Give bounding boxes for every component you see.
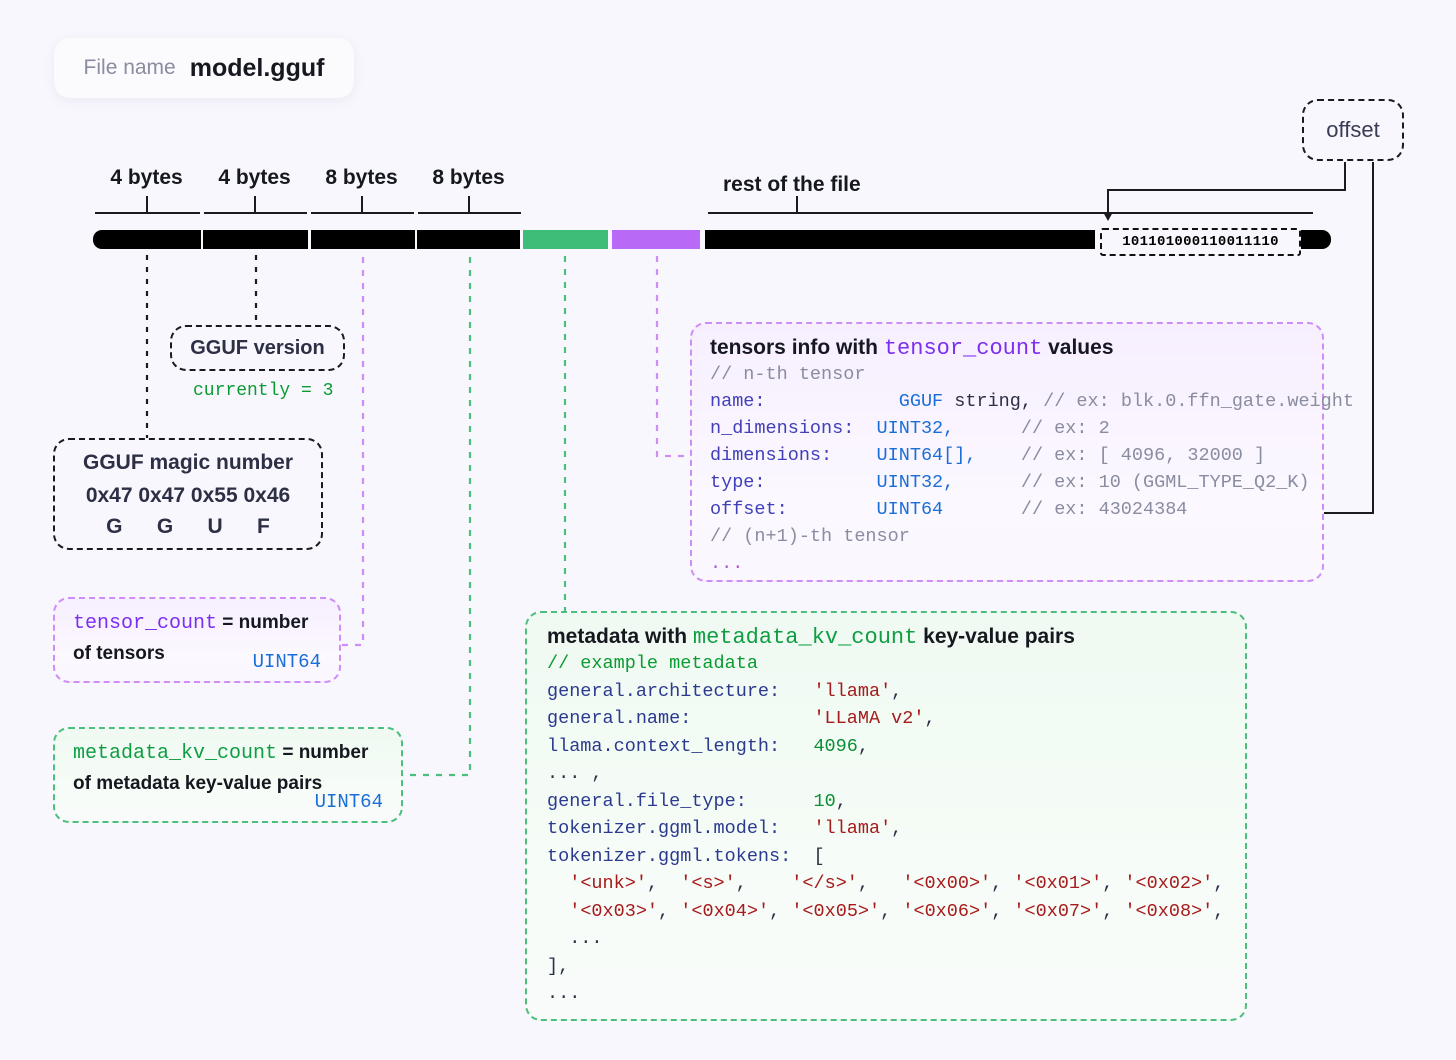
gguf-magic-callout: GGUF magic number 0x47 0x47 0x55 0x46 G …	[53, 438, 323, 550]
tensors-line-dimensions: dimensions: UINT64[], // ex: [ 4096, 320…	[710, 445, 1266, 466]
byte-label-tensor-count: 8 bytes	[325, 166, 398, 189]
tensors-line-comment-0: // n-th tensor	[710, 364, 866, 385]
tensor-count-type: UINT64	[252, 651, 321, 673]
tensors-line-offset: offset: UINT64 // ex: 43024384	[710, 499, 1188, 520]
metadata-line: ...	[547, 928, 603, 949]
byte-label-magic: 4 bytes	[110, 166, 183, 189]
bar-segment-kv-count	[417, 230, 520, 249]
tensor-count-text1: = number	[217, 612, 309, 633]
tensors-title-code: tensor_count	[883, 336, 1043, 361]
metadata-line: ...	[547, 983, 581, 1004]
gguf-magic-title: GGUF magic number	[82, 451, 294, 474]
metadata-line: ... ,	[547, 763, 603, 784]
gguf-magic-char-2: U	[207, 515, 223, 538]
metadata-title-post: key-value pairs	[917, 625, 1075, 648]
tensors-line-comment-1: // (n+1)-th tensor	[710, 526, 910, 547]
file-name-label: File name	[83, 56, 176, 79]
tensors-title-post: values	[1042, 336, 1114, 359]
bar-segment-magic	[93, 230, 201, 249]
arrowhead-offset-to-binary	[1103, 212, 1113, 221]
kv-count-code: metadata_kv_count	[73, 742, 278, 765]
metadata-line: tokenizer.ggml.model: 'llama',	[547, 818, 903, 839]
metadata-title-code: metadata_kv_count	[692, 625, 918, 650]
connector-tensor-count	[341, 257, 365, 647]
gguf-version-label: GGUF version	[190, 336, 325, 359]
rest-of-file-label: rest of the file	[723, 173, 861, 196]
bar-segment-tensor-count	[311, 230, 415, 249]
metadata-code-block: // example metadata general.architecture:…	[547, 650, 1245, 1008]
tensor-count-callout: tensor_count = number of tensors UINT64	[53, 597, 341, 683]
metadata-line: '<unk>', '<s>', '</s>', '<0x00>', '<0x01…	[569, 873, 1225, 894]
gguf-magic-char-3: F	[257, 515, 270, 538]
bar-segment-tensor-data	[705, 230, 1095, 249]
gguf-version-callout: GGUF version	[170, 325, 345, 371]
tensors-line-name: name: GGUF string, // ex: blk.0.ffn_gate…	[710, 391, 1354, 412]
gguf-magic-chars: G G U F	[89, 515, 287, 539]
metadata-title: metadata with metadata_kv_count key-valu…	[547, 625, 1245, 650]
connector-tensors-panel	[655, 256, 690, 458]
bar-segment-tail	[1301, 230, 1331, 249]
binary-sample-text: 101101000110011110	[1122, 234, 1279, 250]
metadata-line: // example metadata	[547, 653, 758, 674]
tensors-line-type: type: UINT32, // ex: 10 (GGML_TYPE_Q2_K)	[710, 472, 1310, 493]
bar-segment-metadata	[523, 230, 608, 249]
connector-kv-count	[403, 257, 472, 777]
binary-sample-box: 101101000110011110	[1100, 228, 1301, 256]
kv-count-row1: metadata_kv_count = number	[73, 742, 383, 765]
metadata-title-pre: metadata with	[547, 625, 693, 648]
kv-count-callout: metadata_kv_count = number of metadata k…	[53, 727, 403, 823]
file-name-pill: File name model.gguf	[54, 38, 354, 98]
tensor-count-text2: of tensors	[73, 643, 165, 664]
offset-callout: offset	[1302, 99, 1404, 161]
kv-count-text1: = number	[277, 742, 369, 763]
byte-label-version: 4 bytes	[218, 166, 291, 189]
tensors-info-title: tensors info with tensor_count values	[710, 336, 1322, 361]
metadata-line: tokenizer.ggml.tokens: [	[547, 845, 825, 867]
bracket-ticks	[95, 196, 1313, 214]
gguf-magic-hex: 0x47 0x47 0x55 0x46	[85, 484, 291, 507]
file-name-value: model.gguf	[189, 53, 325, 82]
bar-segment-version	[203, 230, 308, 249]
tensor-count-code: tensor_count	[73, 612, 218, 635]
tensors-line-ellipsis: ...	[710, 553, 744, 574]
metadata-line: ],	[547, 955, 570, 977]
kv-count-text2: of metadata key-value pairs	[73, 773, 323, 794]
gguf-version-note: currently = 3	[193, 381, 334, 401]
gguf-magic-char-1: G	[156, 515, 174, 538]
metadata-line: general.architecture: 'llama',	[547, 680, 903, 702]
byte-label-kv-count: 8 bytes	[432, 166, 505, 189]
metadata-line: general.file_type: 10,	[547, 790, 847, 812]
gguf-magic-char-0: G	[106, 515, 123, 538]
tensors-title-pre: tensors info with	[710, 336, 884, 359]
metadata-line: llama.context_length: 4096,	[547, 735, 869, 757]
metadata-line: general.name: 'LLaMA v2',	[547, 708, 936, 729]
connector-offset-to-binary	[1107, 162, 1346, 212]
metadata-panel: metadata with metadata_kv_count key-valu…	[525, 611, 1247, 1021]
tensor-count-row1: tensor_count = number	[73, 612, 321, 635]
metadata-line: '<0x03>', '<0x04>', '<0x05>', '<0x06>', …	[569, 900, 1225, 922]
tensors-info-panel: tensors info with tensor_count values //…	[690, 322, 1354, 582]
kv-count-type: UINT64	[314, 791, 383, 813]
bar-segment-tensors-info	[612, 230, 700, 249]
tensors-line-n-dimensions: n_dimensions: UINT32, // ex: 2	[710, 418, 1110, 439]
offset-label: offset	[1326, 117, 1380, 142]
